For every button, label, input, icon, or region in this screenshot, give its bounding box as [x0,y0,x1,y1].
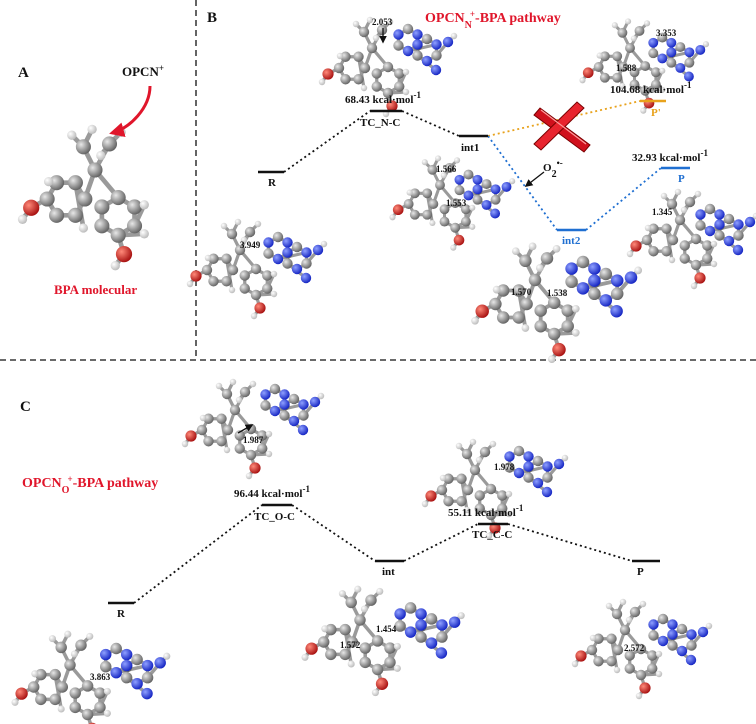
state-c-tc2: TC_C-C [472,529,512,541]
panel-c-letter: C [20,399,31,415]
molecule-c-tc1 [181,378,325,480]
distance-b-tc: 2.053 [372,17,393,27]
energy-b-p: 32.93 kcal·mol-1 [632,148,708,164]
distance-b-int2-b: 1.538 [547,288,568,298]
bpa-molecular-caption: BPA molecular [54,282,137,297]
molecule-b-tc [318,16,458,118]
connector-c-tc2-p [507,523,633,562]
opcn-reagent-label: OPCN+ [122,63,164,79]
molecule-c-tc2 [421,438,569,540]
distance-c-tc1-arrow [237,424,254,434]
superoxide-arrow [524,171,545,187]
connector-int1-pprime [487,100,641,137]
energy-b-pprime: 104.68 kcal·mol-1 [610,80,692,96]
superoxide-label: O2•- [543,158,563,180]
molecule-renderings [11,16,756,724]
distance-c-int-b: 1.572 [340,640,361,650]
distance-b-int1-a: 1.566 [436,164,457,174]
molecule-c-int [301,585,465,697]
molecule-c-r [11,630,171,724]
energy-c-tc1: 96.44 kcal·mol-1 [234,484,310,500]
distance-b-r: 3.949 [240,240,261,250]
molecule-a-bpa [17,124,149,271]
state-b-int1: int1 [461,142,479,154]
connector-c-tc1-int [291,504,376,562]
connector-c-r-tc1 [133,504,263,604]
state-c-p: P [637,566,644,578]
panel-a-letter: A [18,65,29,81]
panel-b-title: OPCNN+-BPA pathway [425,9,561,31]
distance-b-p: 1.345 [652,207,673,217]
state-b-int2: int2 [562,235,581,247]
state-c-int: int [382,566,395,578]
molecule-b-p [626,188,756,290]
connector-tc-int1 [401,110,460,137]
distance-b-int2-a: 1.570 [511,287,532,297]
state-b-tc: TC_N-C [360,117,400,129]
connector-r-tc [283,110,371,173]
distance-c-r: 3.863 [90,672,111,682]
panel-b-letter: B [207,10,217,26]
state-c-r: R [117,608,126,620]
distance-c-tc2: 1.978 [494,462,515,472]
blocked-pathway-cross-icon [533,101,591,153]
state-b-r: R [268,177,277,189]
state-c-tc1: TC_O-C [254,511,295,523]
state-b-pprime: P' [651,107,661,119]
panel-c-title: OPCNO+-BPA pathway [22,474,158,496]
connector-c-int-tc2 [403,523,479,562]
distance-c-int-a: 1.454 [376,624,397,634]
distance-b-int1-b: 1.553 [446,198,467,208]
molecule-b-int1 [389,155,516,251]
state-b-p: P [678,173,685,185]
distance-c-p: 2.572 [624,643,645,653]
reagent-attack-arrow [109,85,152,138]
energy-b-tc: 68.43 kcal·mol-1 [345,90,421,106]
distance-b-pprime-b: 1.588 [616,63,637,73]
molecule-b-int2 [471,242,643,364]
distance-c-tc1: 1.987 [243,435,264,445]
molecule-c-p [571,598,713,700]
energy-c-tc2: 55.11 kcal·mol-1 [448,503,524,519]
distance-b-pprime-a: 3.353 [656,28,677,38]
molecule-b-r [186,218,328,320]
connector-int2-p [585,167,662,231]
molecule-b-pprime [579,18,710,114]
